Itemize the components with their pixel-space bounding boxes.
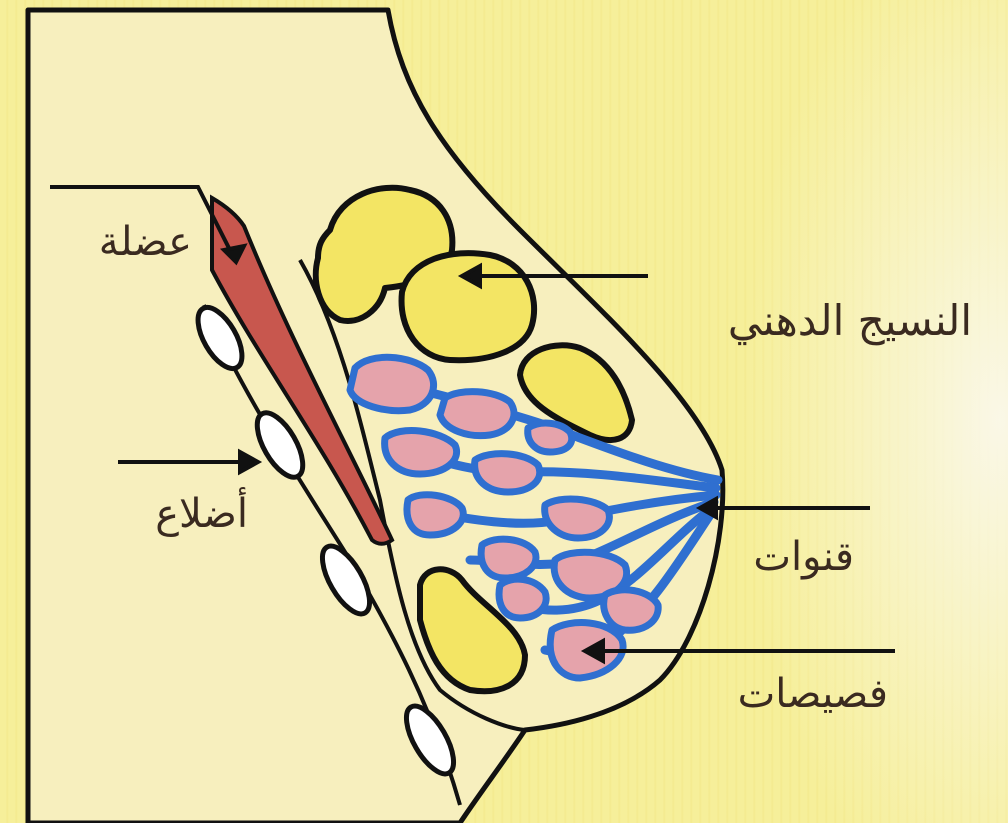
label-lobules: فصيصات — [738, 674, 888, 714]
label-ducts: قنوات — [753, 537, 854, 577]
label-fatty-tissue: النسيج الدهني — [728, 300, 972, 342]
label-ribs: أضلاع — [155, 494, 248, 534]
label-muscle: عضلة — [99, 222, 192, 262]
